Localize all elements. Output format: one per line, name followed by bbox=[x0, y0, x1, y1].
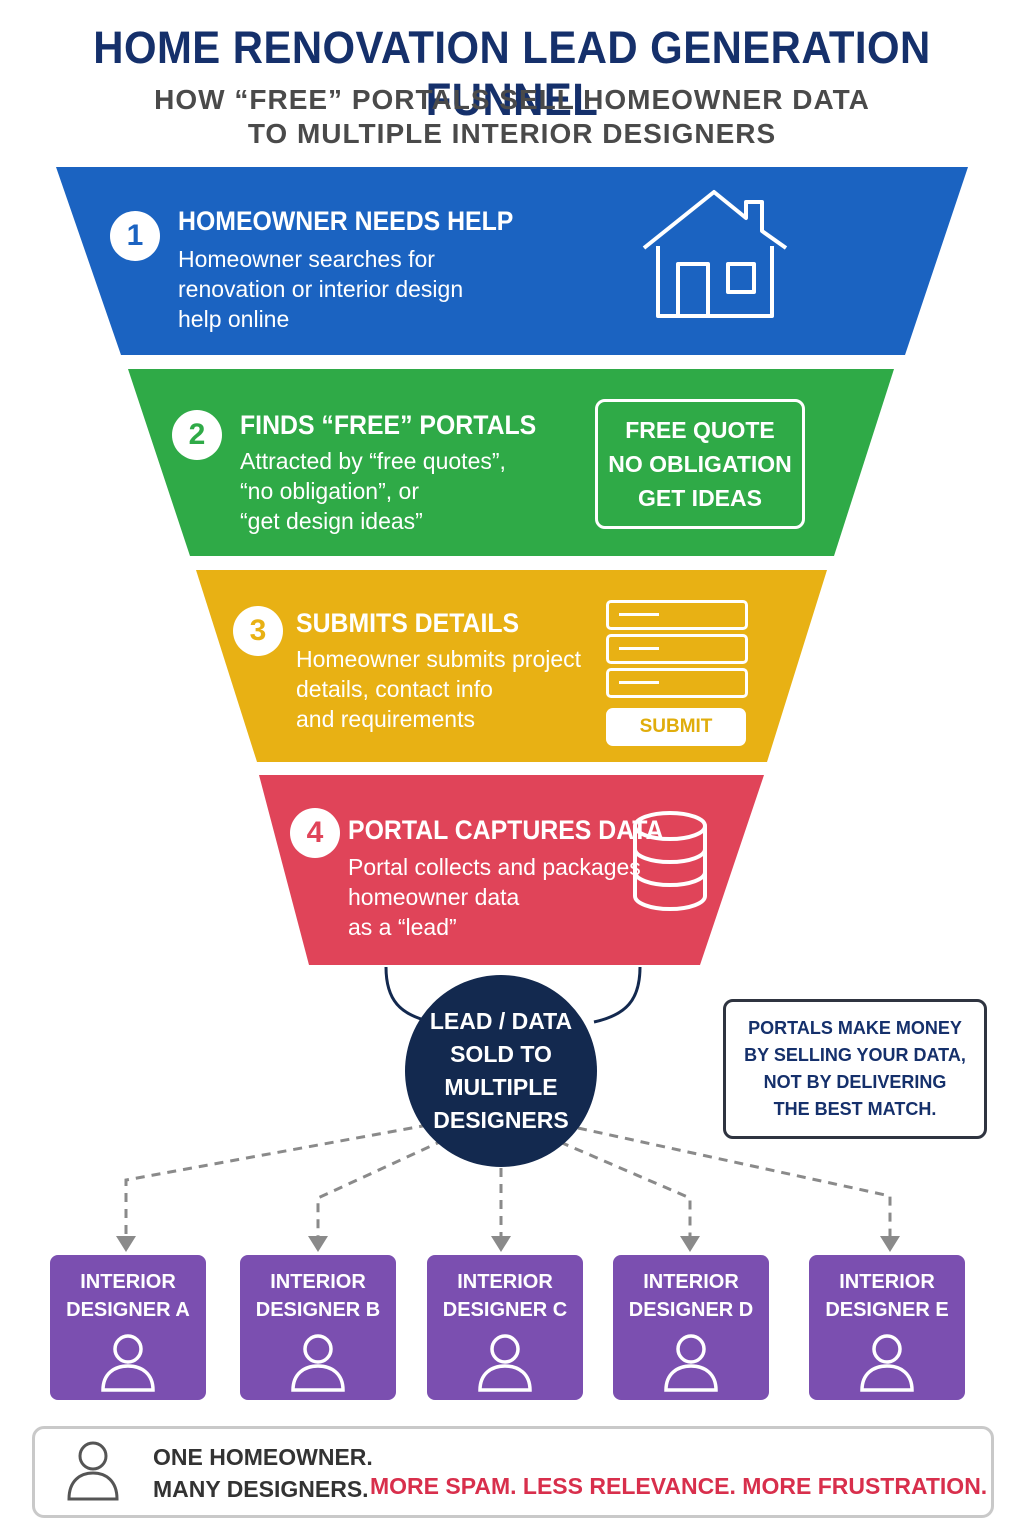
submit-button[interactable]: SUBMIT bbox=[606, 708, 746, 746]
stage-3-number: 3 bbox=[233, 606, 283, 656]
form-field-3-icon bbox=[606, 668, 748, 698]
subtitle-line-2: TO MULTIPLE INTERIOR DESIGNERS bbox=[247, 118, 777, 149]
designer-card-b: INTERIOR DESIGNER B bbox=[240, 1255, 396, 1400]
designer-d-line-2: DESIGNER D bbox=[628, 1299, 754, 1321]
dashed-link-d bbox=[559, 1140, 692, 1238]
note-line-3: NOT BY DELIVERING bbox=[763, 1072, 947, 1092]
designer-card-c: INTERIOR DESIGNER C bbox=[427, 1255, 583, 1400]
designer-e-line-2: DESIGNER E bbox=[825, 1299, 949, 1321]
hub-line-1: LEAD / DATA bbox=[429, 1008, 573, 1034]
form-field-1-icon bbox=[606, 600, 748, 630]
designer-a-line-2: DESIGNER A bbox=[66, 1299, 190, 1321]
designer-d-line-1: INTERIOR bbox=[643, 1271, 739, 1293]
database-icon bbox=[633, 811, 707, 911]
arrowhead-c bbox=[491, 1236, 511, 1252]
funnel-band-2 bbox=[128, 369, 894, 556]
subtitle-line-1: HOW “FREE” PORTALS SELL HOMEOWNER DATA bbox=[154, 84, 870, 115]
footer-line-2: MANY DESIGNERS. bbox=[153, 1476, 369, 1502]
stage-2-description: Attracted by “free quotes”, “no obligati… bbox=[240, 448, 506, 534]
person-icon bbox=[101, 1334, 155, 1392]
designer-a-line-1: INTERIOR bbox=[80, 1271, 176, 1293]
designer-card-e: INTERIOR DESIGNER E bbox=[809, 1255, 965, 1400]
dashed-link-e bbox=[577, 1126, 892, 1238]
house-icon bbox=[642, 190, 788, 318]
arrowhead-a bbox=[116, 1236, 136, 1252]
hub-line-4: DESIGNERS bbox=[433, 1107, 569, 1133]
designer-c-line-2: DESIGNER C bbox=[442, 1299, 568, 1321]
footer-highlight: MORE SPAM. LESS RELEVANCE. MORE FRUSTRAT… bbox=[370, 1473, 988, 1499]
form-field-2-icon bbox=[606, 634, 748, 664]
arrowhead-d bbox=[680, 1236, 700, 1252]
stage-2-number: 2 bbox=[172, 410, 222, 460]
stage-1-number: 1 bbox=[110, 211, 160, 261]
note-line-1: PORTALS MAKE MONEY bbox=[748, 1018, 962, 1038]
stage-2-title: FINDS “FREE” PORTALS bbox=[240, 410, 537, 440]
note-line-2: BY SELLING YOUR DATA, bbox=[744, 1045, 966, 1065]
note-line-4: THE BEST MATCH. bbox=[773, 1099, 937, 1119]
portal-money-note: PORTALS MAKE MONEY BY SELLING YOUR DATA,… bbox=[723, 999, 987, 1139]
person-icon bbox=[478, 1334, 532, 1392]
person-icon bbox=[67, 1441, 119, 1501]
dashed-link-a bbox=[124, 1123, 429, 1238]
stage-4-description: Portal collects and packages homeowner d… bbox=[348, 854, 641, 940]
stage-4-number: 4 bbox=[290, 808, 340, 858]
hub-line-3: MULTIPLE bbox=[444, 1074, 558, 1100]
hub-line-2: SOLD TO bbox=[450, 1041, 552, 1067]
designer-card-d: INTERIOR DESIGNER D bbox=[613, 1255, 769, 1400]
designer-b-line-1: INTERIOR bbox=[270, 1271, 366, 1293]
designer-card-a: INTERIOR DESIGNER A bbox=[50, 1255, 206, 1400]
stage-1-title: HOMEOWNER NEEDS HELP bbox=[178, 206, 514, 236]
stage-3-description: Homeowner submits project details, conta… bbox=[296, 646, 582, 732]
person-icon bbox=[664, 1334, 718, 1392]
footer-message: ONE HOMEOWNER. MANY DESIGNERS. bbox=[153, 1441, 373, 1505]
designer-c-line-1: INTERIOR bbox=[457, 1271, 553, 1293]
arrowhead-e bbox=[880, 1236, 900, 1252]
promo-free-quote: FREE QUOTE bbox=[625, 417, 775, 443]
person-icon bbox=[860, 1334, 914, 1392]
stage-3-title: SUBMITS DETAILS bbox=[296, 608, 520, 638]
page-title: HOME RENOVATION LEAD GENERATION FUNNEL bbox=[93, 22, 931, 125]
footer-banner: ONE HOMEOWNER. MANY DESIGNERS. MORE SPAM… bbox=[32, 1426, 994, 1518]
lead-sold-hub: LEAD / DATA SOLD TO MULTIPLE DESIGNERS bbox=[405, 975, 597, 1167]
footer-line-1: ONE HOMEOWNER. bbox=[153, 1444, 373, 1470]
person-icon bbox=[291, 1334, 345, 1392]
promo-box: FREE QUOTE NO OBLIGATION GET IDEAS bbox=[595, 399, 805, 529]
stage-1-description: Homeowner searches for renovation or int… bbox=[178, 246, 464, 332]
funnel-connector-right bbox=[593, 966, 642, 1024]
designer-e-line-1: INTERIOR bbox=[839, 1271, 935, 1293]
arrowhead-b bbox=[308, 1236, 328, 1252]
dashed-link-b bbox=[316, 1138, 445, 1238]
promo-get-ideas: GET IDEAS bbox=[638, 485, 762, 511]
promo-no-obligation: NO OBLIGATION bbox=[608, 451, 792, 477]
designer-b-line-2: DESIGNER B bbox=[255, 1299, 381, 1321]
stage-4-title: PORTAL CAPTURES DATA bbox=[348, 815, 664, 845]
